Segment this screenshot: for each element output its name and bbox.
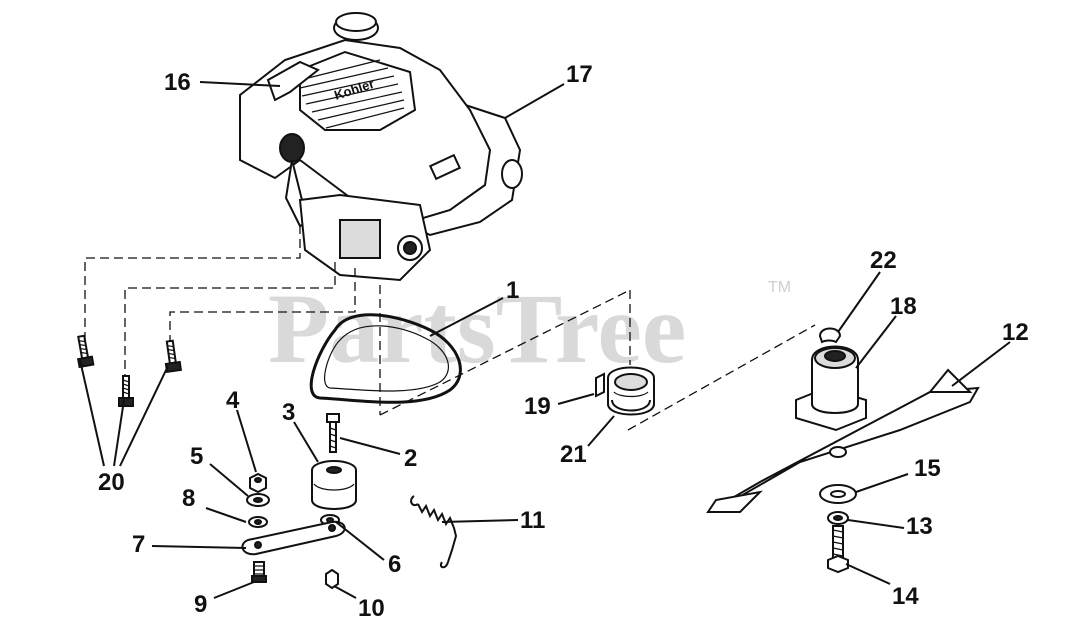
nut-10 — [325, 568, 339, 590]
callout-6: 6 — [388, 551, 401, 578]
callout-9: 9 — [194, 591, 207, 618]
callout-10: 10 — [358, 595, 385, 622]
callout-8: 8 — [182, 485, 195, 512]
callout-18: 18 — [890, 293, 917, 320]
bolt-9 — [251, 561, 267, 583]
retaining-clip-22 — [818, 327, 842, 344]
callout-1: 1 — [506, 277, 519, 304]
callout-11: 11 — [520, 507, 545, 534]
callout-21: 21 — [560, 441, 587, 468]
callout-4: 4 — [226, 387, 240, 414]
callout-19: 19 — [524, 393, 551, 420]
washer-8 — [248, 516, 268, 528]
assembly-dashed-lines — [84, 225, 816, 431]
callout-2: 2 — [404, 445, 417, 472]
engine: Kohler — [238, 12, 523, 282]
callout-3: 3 — [282, 399, 295, 426]
watermark-trademark: TM — [768, 279, 791, 296]
callout-15: 15 — [914, 455, 941, 482]
callout-16: 16 — [164, 69, 191, 96]
nut-4 — [249, 472, 267, 494]
washer-5 — [246, 493, 270, 507]
callout-13: 13 — [906, 513, 933, 540]
lock-washer-13 — [827, 511, 849, 525]
callout-7: 7 — [132, 531, 145, 558]
callout-17: 17 — [566, 61, 593, 88]
spring-11 — [410, 495, 458, 569]
blade-adapter-21 — [607, 366, 655, 416]
leader-lines — [79, 81, 1011, 599]
callout-22: 22 — [870, 247, 897, 274]
callout-14: 14 — [892, 583, 919, 610]
drive-belt — [309, 313, 462, 404]
idler-arm-7 — [241, 520, 346, 556]
callout-20: 20 — [98, 469, 125, 496]
key-19 — [595, 372, 605, 398]
callout-12: 12 — [1002, 319, 1029, 346]
pulley-3 — [311, 460, 357, 510]
washer-15 — [819, 484, 857, 504]
callout-5: 5 — [190, 443, 203, 470]
blade-hub-18 — [795, 345, 867, 432]
blade-bolt-14 — [827, 525, 849, 574]
callout-numbers: 1 2 3 4 5 6 7 8 9 10 11 12 13 14 15 16 1… — [98, 61, 1029, 622]
bolt-2 — [326, 413, 340, 453]
